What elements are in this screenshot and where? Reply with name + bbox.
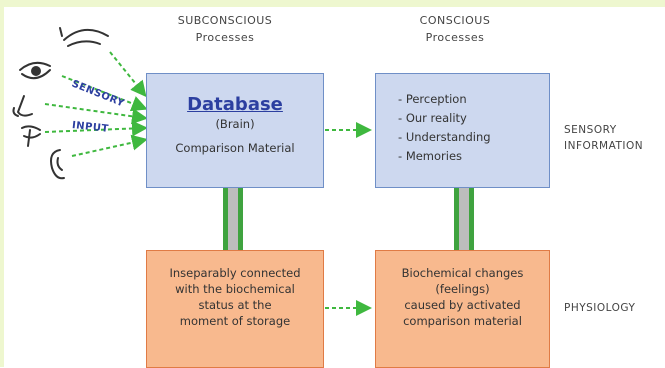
sensory-arrows [44,51,148,157]
conscious-list: Perception Our reality Understanding Mem… [398,90,549,166]
conscious-header-line1: CONSCIOUS [419,14,491,27]
subconscious-header-line2: Processes [195,31,255,44]
biochemical-line: caused by activated [404,298,521,312]
conscious-header: CONSCIOUS Processes [390,12,520,46]
ear-icon [50,149,65,180]
biochemical-line: Biochemical changes [401,266,524,280]
storage-status-line: Inseparably connected [169,266,301,280]
storage-status-line: moment of storage [179,314,291,328]
storage-status-line: status at the [198,298,272,312]
conscious-item: Perception [398,90,549,109]
mouth-icon [21,125,41,147]
biochemical-changes-box: Biochemical changes (feelings) caused by… [375,250,550,368]
subconscious-header-line1: SUBCONSCIOUS [177,14,273,27]
physiology-line1: PHYSIOLOGY [564,302,636,314]
subconscious-header: SUBCONSCIOUS Processes [160,12,290,46]
database-note: Comparison Material [175,141,295,155]
database-title: Database [187,94,283,115]
biochemical-line: comparison material [403,314,522,328]
storage-status-box: Inseparably connected with the biochemic… [146,250,324,368]
pipe-subconscious [223,188,243,250]
pipe-conscious [454,188,474,250]
database-subtitle: (Brain) [215,117,255,131]
conscious-box: Perception Our reality Understanding Mem… [375,73,550,188]
eyebrow-icon [59,27,109,47]
sensory-information-label: SENSORY INFORMATION [564,122,643,154]
sensory-information-line1: SENSORY [564,124,617,136]
eye-icon [19,61,51,80]
nose-icon [12,95,33,117]
physiology-label: PHYSIOLOGY [564,300,635,316]
conscious-item: Understanding [398,128,549,147]
database-box: Database (Brain) Comparison Material [146,73,324,188]
storage-status-line: with the biochemical [175,282,295,296]
conscious-header-line2: Processes [425,31,485,44]
conscious-item: Our reality [398,109,549,128]
sensory-information-line2: INFORMATION [564,140,644,152]
biochemical-line: (feelings) [435,282,490,296]
conscious-item: Memories [398,147,549,166]
